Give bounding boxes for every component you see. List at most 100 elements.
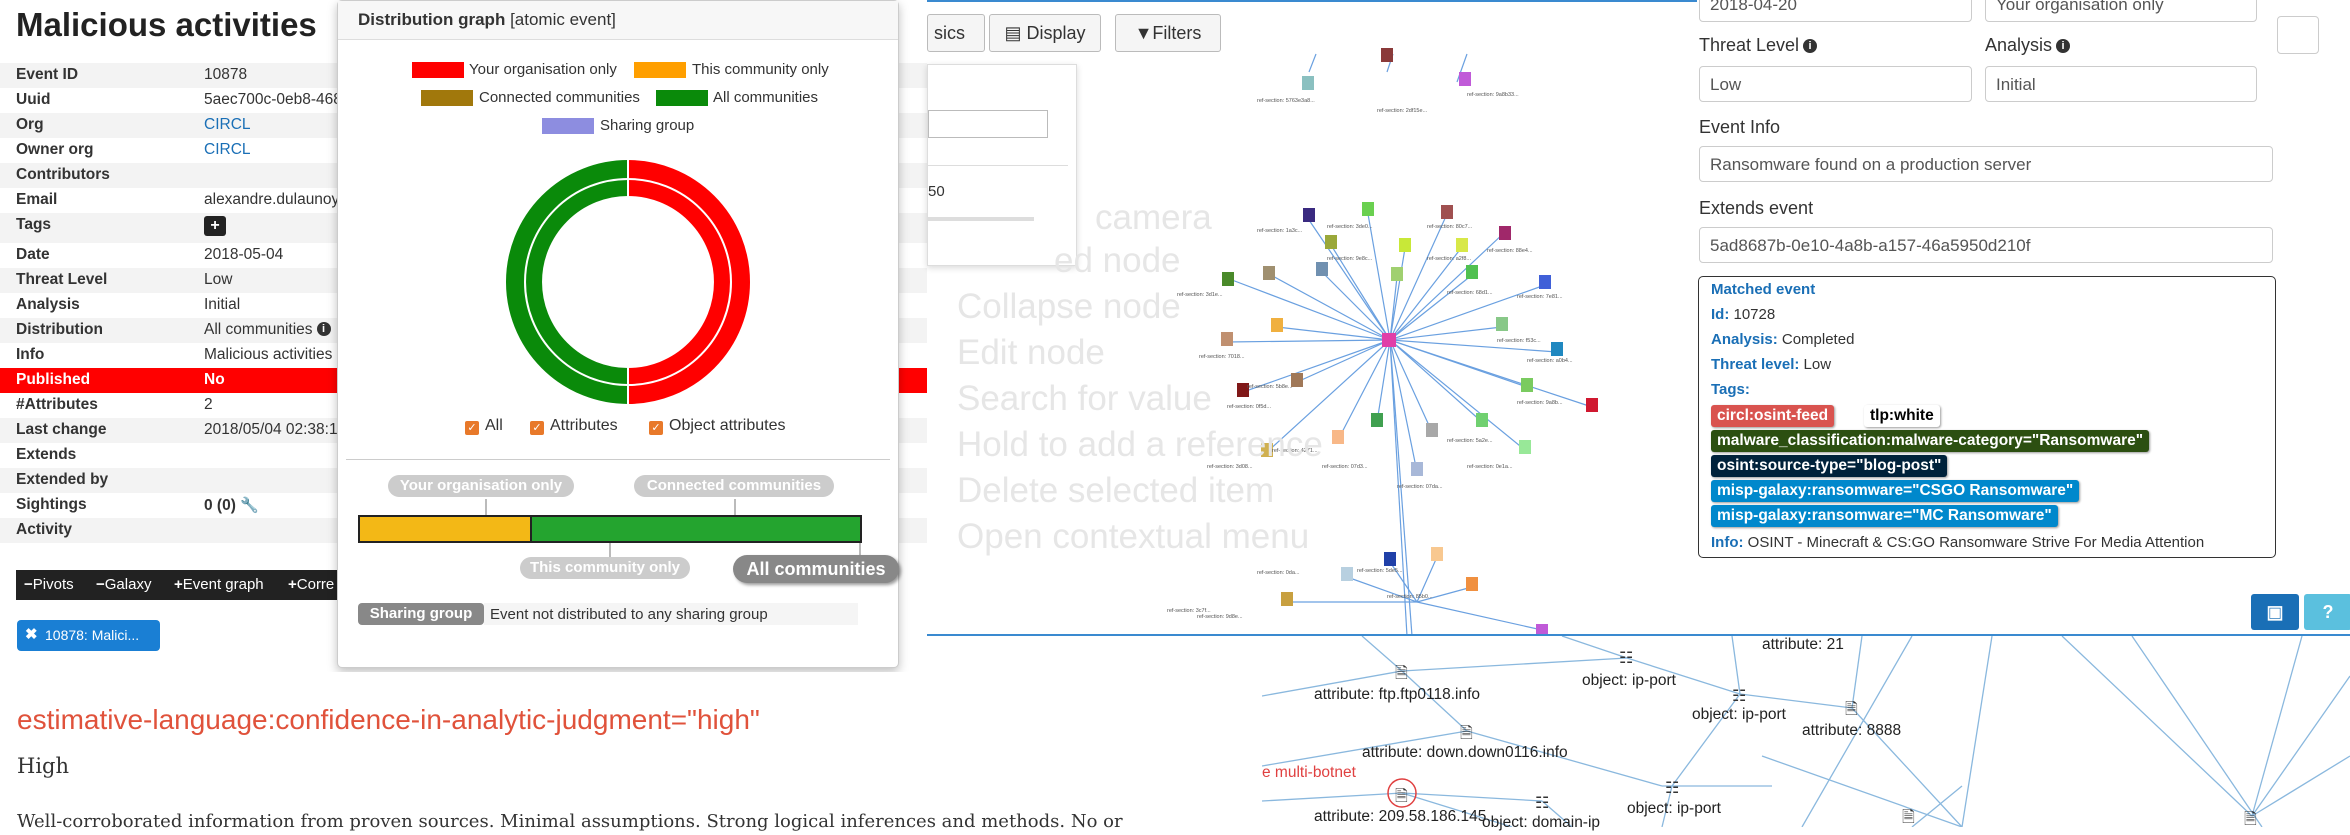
wrench-icon[interactable]: 🔧 <box>240 497 259 514</box>
add-tag-button[interactable]: + <box>204 216 226 236</box>
inner-slice-0[interactable] <box>627 180 730 384</box>
distribution-select[interactable]: Your organisation only <box>1985 0 2257 22</box>
row-value: 2018/05/04 02:38:12 <box>204 421 347 438</box>
node-label: object: ip-port <box>1582 672 1676 689</box>
popup-divider <box>928 165 1068 166</box>
physics-slider[interactable] <box>928 217 1034 221</box>
event-info-input[interactable]: Ransomware found on a production server <box>1699 146 2273 182</box>
object-icon[interactable]: ☷ <box>1732 688 1747 705</box>
node-label: attribute: ftp.ftp0118.info <box>1314 686 1481 703</box>
event-graph-toggle[interactable]: +Event graph <box>174 576 264 593</box>
object-icon[interactable]: ☷ <box>1535 795 1550 812</box>
scale-connected-pill[interactable]: Connected communities <box>634 475 834 497</box>
row-key: Date <box>16 246 50 263</box>
object-icon[interactable]: ☷ <box>1665 780 1680 797</box>
filter-icon: ▼ <box>1134 23 1153 43</box>
org-link[interactable]: CIRCL <box>204 116 251 133</box>
legend-connected: Connected communities <box>479 89 640 106</box>
sharing-group-box <box>484 603 858 625</box>
tag-galaxy-csgo[interactable]: misp-galaxy:ransomware="CSGO Ransomware" <box>1711 480 2080 502</box>
graph-border <box>927 634 2350 636</box>
matched-info-key: Info: <box>1711 534 1744 551</box>
owner-org-link[interactable]: CIRCL <box>204 141 251 158</box>
event-toolbar: −Pivots −Galaxy +Event graph +Corre <box>16 570 346 600</box>
matched-threat: Threat level: Low <box>1711 356 1831 373</box>
popover-header: Distribution graph [atomic event] <box>338 1 898 40</box>
popover-title-sub: [atomic event] <box>510 10 616 29</box>
galaxy-toggle[interactable]: −Galaxy <box>96 576 152 593</box>
display-button[interactable]: ▤ Display <box>989 14 1101 52</box>
scale-all-pill[interactable]: All communities <box>733 555 899 583</box>
extends-event-input[interactable]: 5ad8687b-0e10-4a8b-a157-46a5950d210f <box>1699 227 2273 263</box>
physics-select[interactable] <box>928 110 1048 138</box>
right-edge-panel <box>2277 0 2350 560</box>
pivots-toggle[interactable]: −Pivots <box>24 576 74 593</box>
analysis-select[interactable]: Initial <box>1985 66 2257 102</box>
node-label: attribute: 209.58.186.145 <box>1314 808 1487 825</box>
row-key: Extended by <box>16 471 109 488</box>
svg-text:ref-section: 2df15e...: ref-section: 2df15e... <box>1377 108 1428 114</box>
row-value: 2018-05-04 <box>204 246 284 263</box>
outer-slice-0[interactable] <box>627 160 750 404</box>
file-icon[interactable]: 🗎 <box>1395 665 1408 682</box>
row-key: Org <box>16 116 44 133</box>
scale-tick <box>485 499 487 515</box>
filters-button[interactable]: ▼Filters <box>1115 14 1221 52</box>
physics-button[interactable]: sics <box>927 14 985 52</box>
close-icon[interactable]: ✖ <box>25 626 38 643</box>
svg-text:ref-section: 68d1...: ref-section: 68d1... <box>1447 290 1493 296</box>
file-icon[interactable]: 🗎 <box>2244 811 2257 828</box>
file-icon[interactable]: 🗎 <box>1395 788 1408 805</box>
event-tab[interactable]: ✖ 10878: Malici... <box>17 620 160 651</box>
node-label: object: ip-port <box>1627 800 1721 817</box>
row-value: 10878 <box>204 66 248 83</box>
info-icon[interactable]: i <box>2056 39 2071 53</box>
row-extends: Extends <box>0 443 927 468</box>
tag-tlp-white[interactable]: tlp:white <box>1864 405 1940 427</box>
svg-text:ref-section: 3d1e...: ref-section: 3d1e... <box>1177 292 1223 298</box>
svg-text:ref-section: 80c7...: ref-section: 80c7... <box>1427 224 1473 230</box>
date-input[interactable]: 2018-04-20 <box>1699 0 1972 22</box>
checkbox-checked-icon: ✓ <box>649 421 663 435</box>
checkbox-object-attributes[interactable]: ✓Object attributes <box>649 417 786 435</box>
correlation-toggle[interactable]: +Corre <box>288 576 335 593</box>
event-graph-canvas[interactable]: ref-section: 5763e3a8... ref-section: 2d… <box>927 0 1697 637</box>
file-icon[interactable]: 🗎 <box>1902 809 1915 826</box>
info-icon[interactable]: i <box>316 322 331 336</box>
tag-galaxy-mc[interactable]: misp-galaxy:ransomware="MC Ransomware" <box>1711 505 2058 527</box>
row-value: Malicious activities <box>204 346 333 363</box>
info-icon[interactable]: i <box>1803 39 1818 53</box>
svg-text:ref-section: 7018...: ref-section: 7018... <box>1199 354 1245 360</box>
scale-org-pill[interactable]: Your organisation only <box>388 475 574 497</box>
tag-osint-source-type[interactable]: osint:source-type="blog-post" <box>1711 455 1948 477</box>
tag-circl-osint-feed[interactable]: circl:osint-feed <box>1711 405 1835 427</box>
svg-text:ref-section: a2f8...: ref-section: a2f8... <box>1427 256 1471 262</box>
checkbox-attributes[interactable]: ✓Attributes <box>530 417 618 435</box>
menu-delete-item: Delete selected item <box>957 471 1275 510</box>
distribution-popover: Distribution graph [atomic event] Your o… <box>337 0 899 668</box>
row-value: 2 <box>204 396 213 413</box>
file-icon[interactable]: 🗎 <box>1460 725 1473 742</box>
svg-text:ref-section: 1a3c...: ref-section: 1a3c... <box>1257 228 1303 234</box>
attribute-graph[interactable]: 🗎 ☷ ☷ 🗎 🗎 ☷ 🗎 ☷ 🗎 🗎 attribute: 21 object… <box>1262 636 2350 831</box>
svg-text:ref-section: 0e1a...: ref-section: 0e1a... <box>1467 464 1513 470</box>
menu-search-value: Search for value <box>957 379 1212 418</box>
row-key: Analysis <box>16 296 80 313</box>
checkbox-all[interactable]: ✓All <box>465 417 503 435</box>
svg-text:ref-section: 07d3...: ref-section: 07d3... <box>1322 464 1368 470</box>
tag-malware-classification[interactable]: malware_classification:malware-category=… <box>1711 430 2150 452</box>
side-input[interactable] <box>2277 16 2319 54</box>
matched-threat-key: Threat level: <box>1711 356 1800 373</box>
threat-level-select[interactable]: Low <box>1699 66 1972 102</box>
svg-text:ref-section: f53c...: ref-section: f53c... <box>1497 338 1541 344</box>
file-icon[interactable]: 🗎 <box>1845 701 1858 718</box>
inner-slice-1[interactable] <box>526 180 629 384</box>
svg-text:ref-section: 3de0...: ref-section: 3de0... <box>1327 224 1373 230</box>
scale-community-pill[interactable]: This community only <box>520 557 690 579</box>
outer-slice-1[interactable] <box>506 160 629 404</box>
monitor-button[interactable]: ▣ <box>2251 594 2299 630</box>
object-icon[interactable]: ☷ <box>1619 650 1634 667</box>
help-button[interactable]: ? <box>2304 594 2350 630</box>
taxonomy-value: High <box>17 754 69 778</box>
